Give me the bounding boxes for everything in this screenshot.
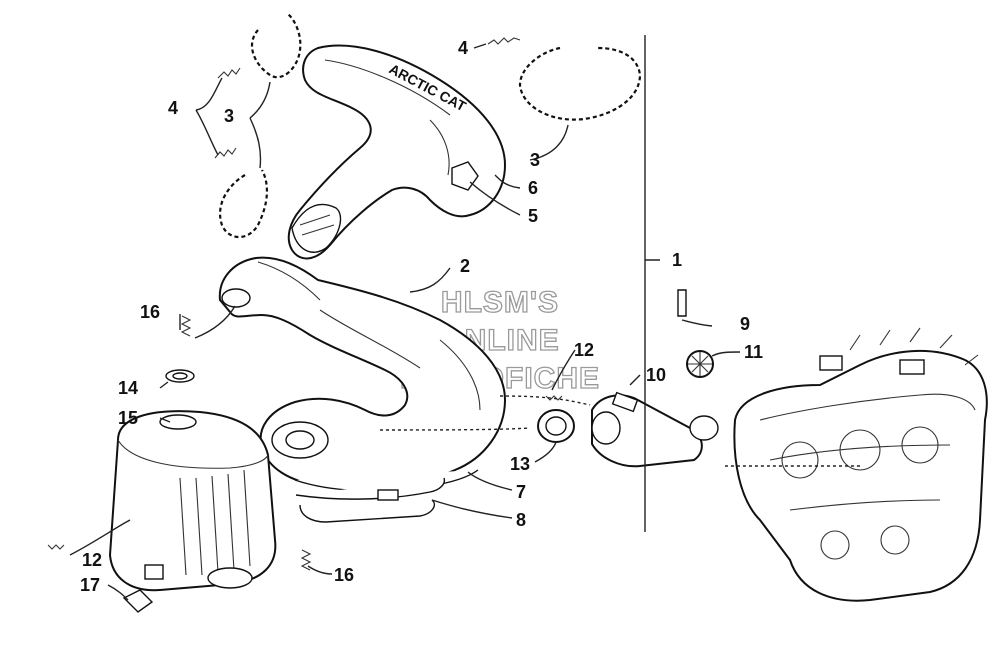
chain-springs [219, 13, 642, 239]
bracket-7 [295, 477, 446, 500]
spring-12-right [545, 395, 563, 401]
small-spring-top [487, 37, 521, 45]
callout-1-bracket [644, 35, 660, 532]
stud-9 [677, 289, 687, 317]
small-spring-lower [214, 147, 237, 159]
callout-16-lower: 16 [334, 565, 354, 585]
callout-12-right: 12 [574, 340, 594, 360]
callout-8: 8 [516, 510, 526, 530]
watermark-line-1: HLSM'S [441, 286, 559, 319]
callout-7: 7 [516, 482, 526, 502]
clamp-17 [122, 589, 154, 613]
exhaust-manifold [591, 391, 719, 468]
chain-spring-upper-left [251, 13, 302, 79]
heat-shield: ARCTIC CAT [287, 44, 507, 260]
engine [733, 327, 988, 602]
small-springs [214, 37, 521, 159]
callout-15: 15 [118, 408, 138, 428]
callout-11: 11 [744, 342, 763, 362]
chamber-brackets [295, 477, 446, 523]
muffler-inlet [159, 414, 197, 430]
callout-9: 9 [740, 314, 750, 334]
callout-14: 14 [118, 378, 138, 398]
callout-labels: 1 2 3 3 4 4 5 6 7 8 9 10 11 12 12 13 14 … [80, 38, 763, 595]
spring-16-lower [300, 549, 312, 571]
spring-16-upper [180, 315, 192, 337]
callout-13: 13 [510, 454, 530, 474]
chamber-inlet-flange [221, 288, 251, 308]
bracket-8 [299, 499, 436, 523]
leader-lines [69, 43, 860, 601]
callout-10: 10 [646, 365, 666, 385]
callout-17: 17 [80, 575, 100, 595]
callout-6: 6 [528, 178, 538, 198]
callout-2: 2 [460, 256, 470, 276]
chain-spring-lower-left [219, 169, 268, 239]
callout-12-left: 12 [82, 550, 102, 570]
callout-3-left: 3 [224, 106, 234, 126]
callout-16-upper: 16 [140, 302, 160, 322]
manifold-outlet [689, 415, 719, 441]
spring-12-left [47, 544, 65, 550]
muffler-outlet-tab [144, 564, 164, 580]
muffler [108, 410, 277, 592]
callout-4-top: 4 [458, 38, 468, 58]
callout-1: 1 [672, 250, 682, 270]
callout-4-left: 4 [168, 98, 178, 118]
callout-5: 5 [528, 206, 538, 226]
chain-spring-right [518, 46, 642, 121]
expansion-chamber [218, 256, 507, 492]
small-spring-upper [217, 67, 241, 79]
muffler-outlet [207, 567, 253, 589]
bracket-tab [377, 489, 399, 501]
callout-3-right: 3 [530, 150, 540, 170]
muffler-ribs [179, 469, 251, 576]
